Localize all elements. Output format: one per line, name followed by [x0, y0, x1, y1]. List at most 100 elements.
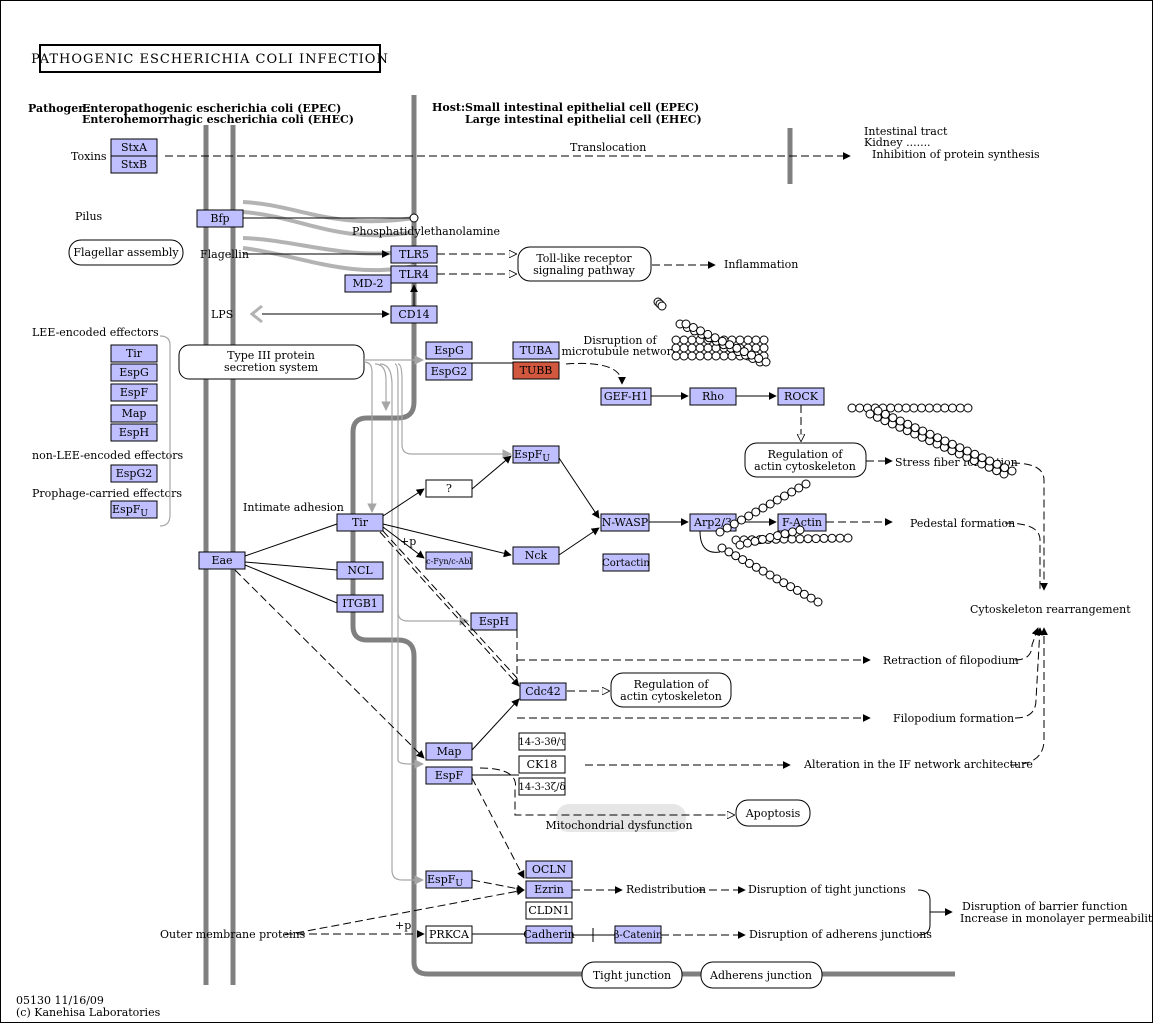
effector-espf[interactable]: EspF	[110, 383, 158, 402]
gene-1433-theta[interactable]: 14-3-3θ/τ	[518, 732, 566, 751]
bead	[695, 343, 705, 353]
intimate-adhesion-label: Intimate adhesion	[243, 501, 344, 514]
gene-unknown[interactable]: ?	[425, 479, 473, 498]
gene-nwasp[interactable]: N-WASP	[600, 513, 650, 532]
gene-esph[interactable]: EspH	[470, 612, 518, 631]
gene-tir[interactable]: Tir	[336, 513, 384, 532]
bead	[792, 585, 802, 595]
bead	[788, 527, 797, 537]
gene-tlr5[interactable]: TLR5	[390, 245, 438, 264]
svg-text:Adherens junction: Adherens junction	[709, 969, 812, 982]
gene-tuba[interactable]: TUBA	[512, 341, 560, 360]
svg-text:Tir: Tir	[126, 347, 143, 360]
gene-espfu-mid[interactable]: EspFU	[512, 445, 560, 464]
gene-map[interactable]: Map	[425, 742, 473, 761]
bead	[724, 547, 734, 557]
gene-ocln[interactable]: OCLN	[525, 860, 573, 879]
pathway-type-iii-secretion[interactable]: Type III protein secretion system	[178, 344, 365, 380]
bead	[811, 534, 821, 544]
svg-text:EspG2: EspG2	[431, 365, 468, 378]
gene-stxb[interactable]: StxB	[110, 155, 158, 174]
pathway-apoptosis[interactable]: Apoptosis	[735, 799, 811, 827]
effector-espg[interactable]: EspG	[110, 363, 158, 382]
svg-text:Map: Map	[437, 745, 462, 758]
bead	[835, 533, 845, 543]
gene-factin[interactable]: F-Actin	[777, 513, 827, 532]
gene-ncl[interactable]: NCL	[336, 561, 384, 580]
bead	[772, 574, 782, 584]
gene-rho[interactable]: Rho	[689, 387, 737, 406]
effector-esph[interactable]: EspH	[110, 423, 158, 442]
retraction-label: Retraction of filopodium	[883, 654, 1019, 667]
bead	[787, 487, 797, 497]
gene-stxa[interactable]: StxA	[110, 138, 158, 157]
effector-tir[interactable]: Tir	[110, 344, 158, 363]
svg-text:StxA: StxA	[121, 141, 148, 154]
bead	[925, 429, 935, 439]
svg-text:signaling pathway: signaling pathway	[533, 264, 636, 277]
pathway-toll-like-receptor[interactable]: Toll-like receptor signaling pathway	[517, 246, 652, 282]
bead	[711, 351, 721, 361]
bead	[747, 350, 756, 360]
gene-espg[interactable]: EspG	[425, 341, 473, 360]
pathway-tight-junction[interactable]: Tight junction	[581, 961, 683, 989]
bead	[917, 403, 927, 413]
gene-gefh1[interactable]: GEF-H1	[600, 387, 652, 406]
svg-text:Tight junction: Tight junction	[593, 969, 671, 982]
mitochondrial-label: Mitochondrial dysfunction	[545, 819, 692, 832]
svg-text:Map: Map	[122, 407, 147, 420]
gene-cortactin[interactable]: Cortactin	[602, 553, 650, 572]
bead	[759, 335, 769, 345]
inflammation-label: Inflammation	[724, 258, 798, 271]
host-label: Host:	[432, 101, 465, 114]
bead	[963, 403, 973, 413]
gene-1433-zeta[interactable]: 14-3-3ζ/δ	[518, 777, 566, 796]
gene-cadherin[interactable]: Cadherin	[523, 925, 575, 944]
cytoskeleton-rearrangement-label: Cytoskeleton rearrangement	[970, 603, 1131, 616]
gene-cdc42[interactable]: Cdc42	[519, 682, 567, 701]
bead	[772, 495, 782, 505]
bead	[703, 343, 713, 353]
lps-label: LPS	[211, 308, 233, 321]
gene-tubb[interactable]: TUBB	[512, 361, 560, 380]
bead	[955, 443, 965, 453]
gene-cd14[interactable]: CD14	[390, 305, 438, 324]
bead	[970, 449, 980, 459]
gene-cldn1[interactable]: CLDN1	[525, 901, 573, 920]
pedestal-label: Pedestal formation	[910, 517, 1015, 530]
gene-itgb1[interactable]: ITGB1	[336, 594, 384, 613]
gene-tlr4[interactable]: TLR4	[390, 265, 438, 284]
pathway-regulation-actin-1[interactable]: Regulation of actin cytoskeleton	[744, 442, 867, 478]
svg-text:β-Catenin: β-Catenin	[614, 930, 663, 941]
svg-text:Toll-like receptor: Toll-like receptor	[536, 252, 632, 265]
bead	[750, 536, 760, 546]
gene-beta-catenin[interactable]: β-Catenin	[614, 925, 663, 944]
pathway-adherens-junction[interactable]: Adherens junction	[700, 961, 823, 989]
gene-espf[interactable]: EspF	[425, 766, 473, 785]
svg-text:Regulation of: Regulation of	[768, 448, 844, 461]
gene-ck18[interactable]: CK18	[518, 755, 566, 774]
bead	[955, 403, 965, 413]
bead	[847, 403, 857, 413]
gene-ezrin[interactable]: Ezrin	[525, 880, 573, 899]
gene-md2[interactable]: MD-2	[344, 274, 392, 293]
gene-rock[interactable]: ROCK	[777, 387, 825, 406]
effector-espg2[interactable]: EspG2	[110, 464, 158, 483]
gene-nck[interactable]: Nck	[512, 546, 560, 565]
disruption-tight-label: Disruption of tight junctions	[748, 883, 906, 896]
svg-text:CLDN1: CLDN1	[528, 904, 569, 917]
gene-espg2[interactable]: EspG2	[425, 362, 473, 381]
bead	[688, 323, 698, 332]
gene-bfp[interactable]: Bfp	[196, 209, 244, 228]
gene-eae[interactable]: Eae	[198, 551, 246, 570]
effector-map[interactable]: Map	[110, 404, 158, 423]
phosphatidylethanolamine-label: Phosphatidylethanolamine	[352, 225, 500, 238]
pathway-flagellar-assembly[interactable]: Flagellar assembly	[68, 239, 184, 266]
gene-prkca[interactable]: PRKCA	[425, 925, 473, 944]
effector-espfu[interactable]: EspFU	[110, 500, 158, 519]
svg-text:StxB: StxB	[121, 158, 147, 171]
gene-espfu-low[interactable]: EspFU	[425, 870, 473, 889]
gene-cfyn[interactable]: c-Fyn/c-Abl	[425, 551, 473, 570]
pathway-regulation-actin-2[interactable]: Regulation of actin cytoskeleton	[610, 672, 732, 708]
flagellin-label: Flagellin	[200, 248, 249, 261]
